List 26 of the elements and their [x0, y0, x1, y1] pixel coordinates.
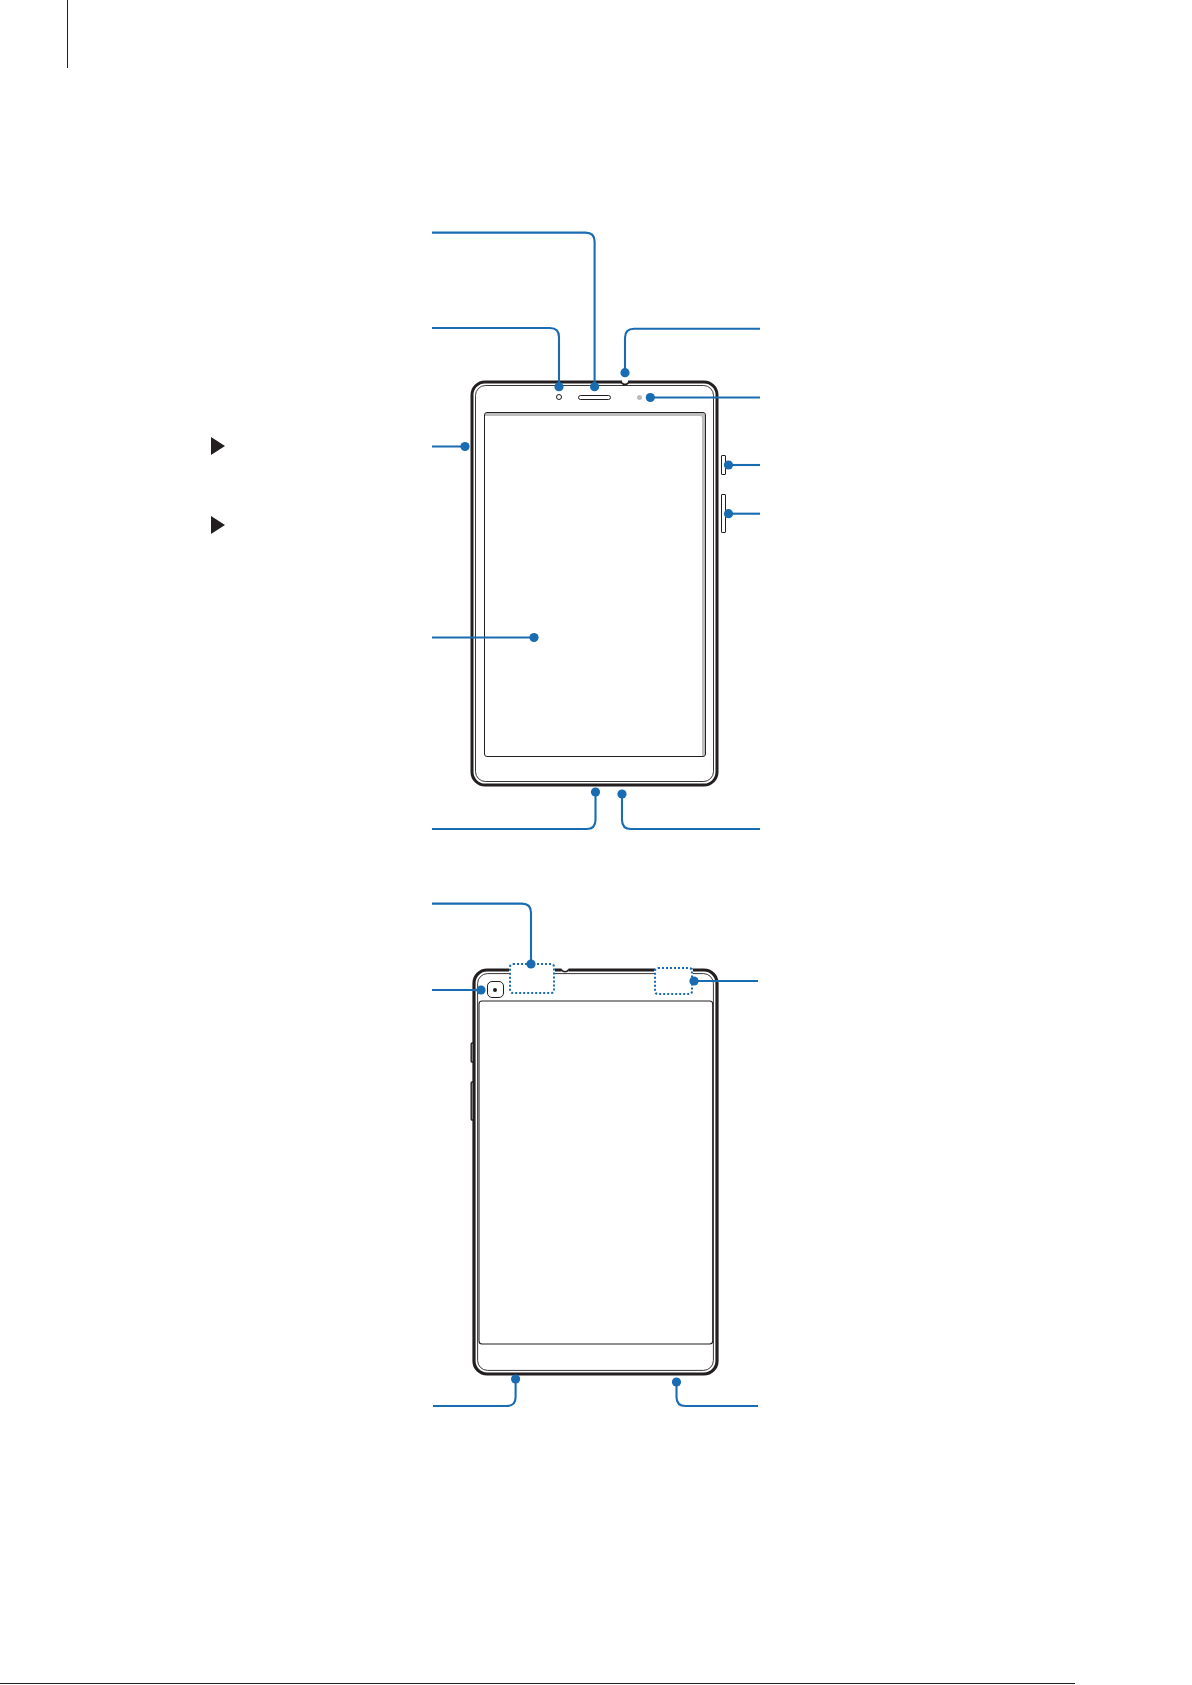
leader-line — [671, 1377, 758, 1408]
side-key — [721, 494, 726, 533]
screen — [484, 412, 706, 757]
leader-line — [432, 787, 601, 831]
leader-line — [689, 976, 758, 986]
leader-line — [432, 632, 539, 643]
leader-line — [432, 441, 470, 452]
side-key — [721, 455, 726, 475]
microphone-notch — [621, 380, 629, 386]
leader-line — [432, 902, 536, 969]
leader-line — [620, 327, 760, 378]
front-camera — [556, 394, 562, 400]
leader-line — [617, 789, 760, 831]
dotted-highlight-area — [509, 963, 555, 994]
leader-line — [432, 326, 564, 392]
leader-line — [645, 392, 760, 403]
leader-line — [433, 1374, 521, 1408]
leader-line — [432, 231, 600, 392]
leader-line — [723, 509, 760, 519]
dotted-highlight-area — [654, 967, 693, 995]
sensor-dot — [637, 395, 642, 400]
tablet-back-drawing — [470, 960, 722, 1378]
leader-line — [723, 460, 760, 470]
tablet-front-drawing — [468, 378, 720, 788]
leader-line — [432, 985, 486, 995]
earpiece-slot — [578, 394, 611, 400]
